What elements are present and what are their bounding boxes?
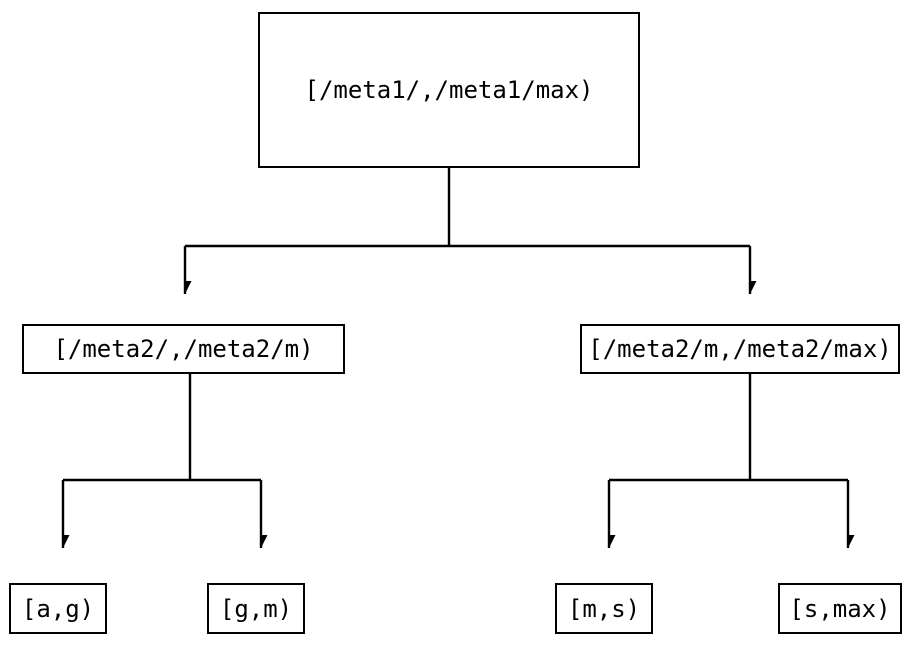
node-leaf-m-s[interactable]: [m,s) [555, 583, 653, 634]
node-leaf-a-g-label: [a,g) [21, 594, 95, 623]
node-root[interactable]: [/meta1/,/meta1/max) [258, 12, 640, 168]
edge-root-to-level2 [183, 168, 750, 294]
node-level2-left[interactable]: [/meta2/,/meta2/m) [22, 324, 345, 374]
node-level2-right-label: [/meta2/m,/meta2/max) [588, 335, 892, 363]
node-level2-right[interactable]: [/meta2/m,/meta2/max) [580, 324, 900, 374]
node-root-label: [/meta1/,/meta1/max) [304, 76, 594, 104]
edge-l2-left-to-leaves [61, 374, 261, 548]
node-leaf-g-m-label: [g,m) [219, 594, 293, 623]
node-leaf-a-g[interactable]: [a,g) [9, 583, 107, 634]
node-leaf-g-m[interactable]: [g,m) [207, 583, 305, 634]
node-leaf-s-max-label: [s,max) [789, 594, 891, 623]
node-leaf-m-s-label: [m,s) [567, 594, 641, 623]
node-leaf-s-max[interactable]: [s,max) [778, 583, 902, 634]
node-level2-left-label: [/meta2/,/meta2/m) [53, 335, 314, 363]
edge-l2-right-to-leaves [607, 374, 848, 548]
